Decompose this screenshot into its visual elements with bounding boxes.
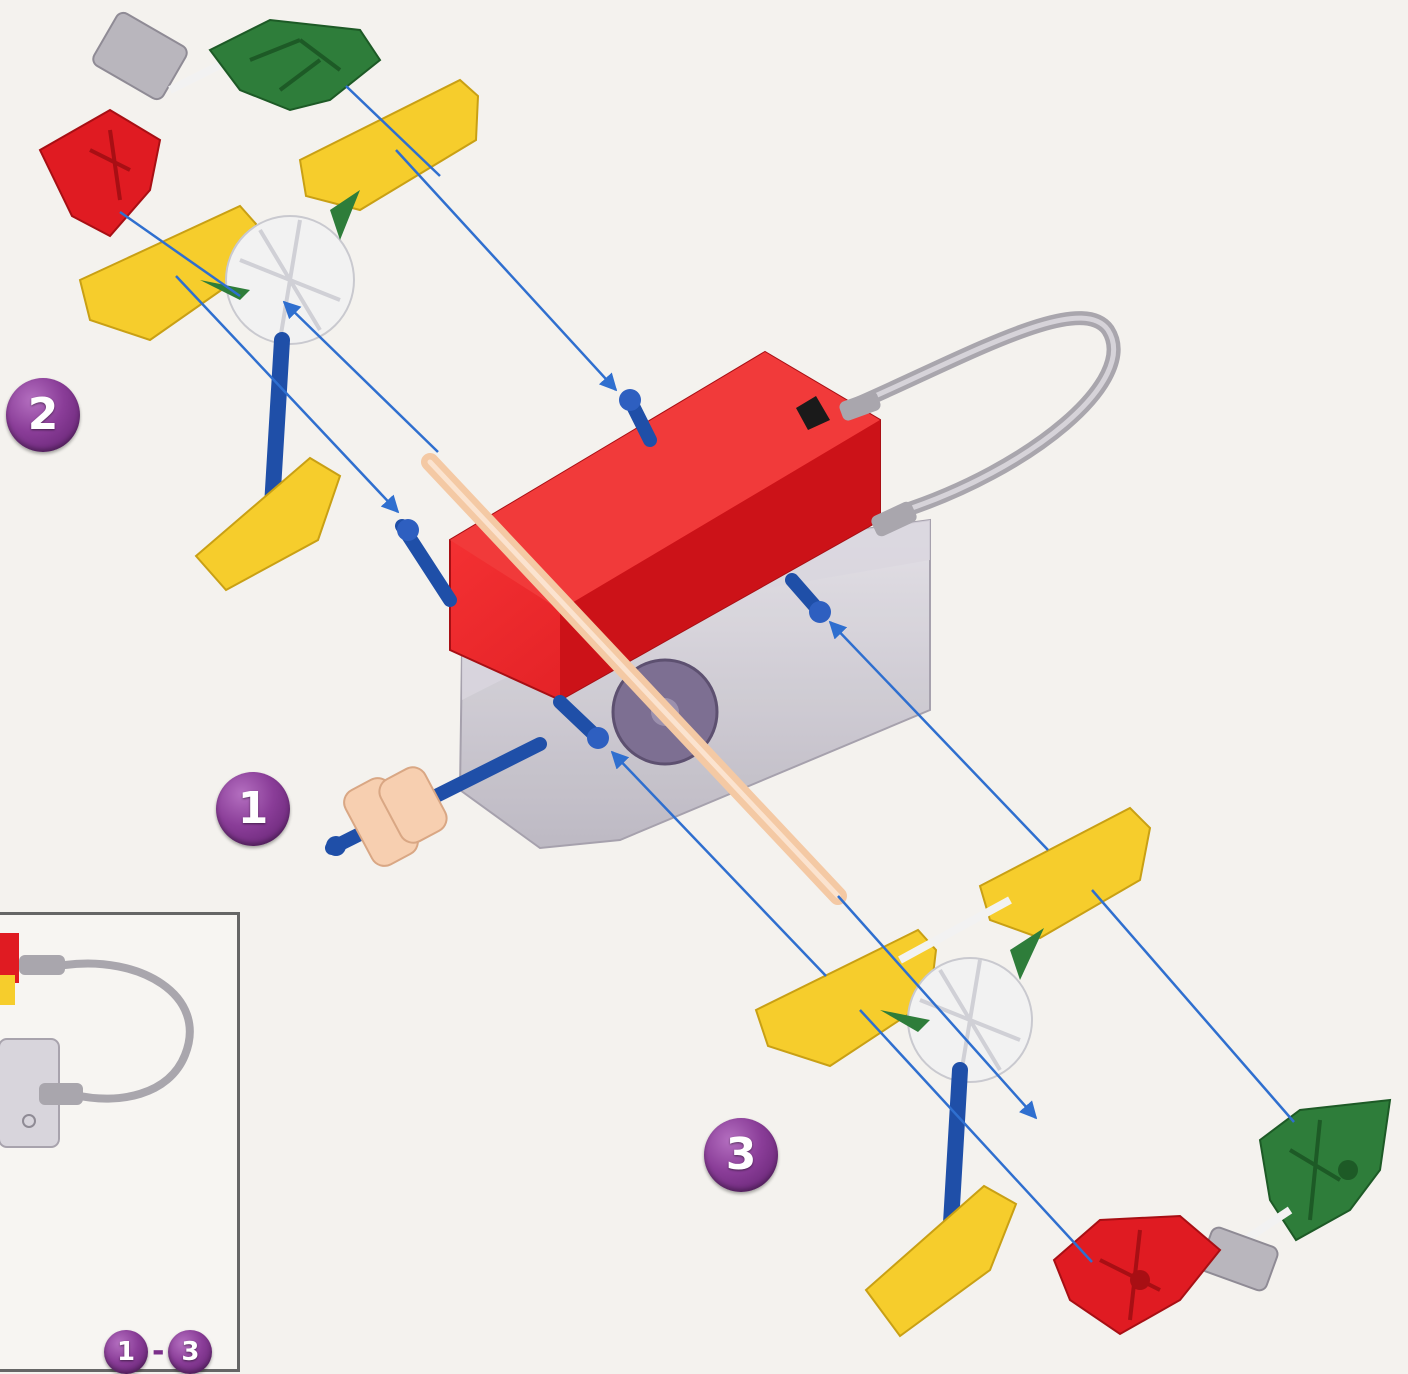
blue-leg-top [272, 340, 282, 506]
step-2-number: 2 [28, 393, 59, 437]
yellow-connector-lower-bottom [756, 930, 936, 1066]
yellow-connector-upper-bottom [980, 808, 1150, 938]
inset-range-start: 1 [117, 1339, 135, 1365]
motor-assembly [326, 318, 1114, 896]
yellow-foot-bottom [866, 1186, 1016, 1336]
inset-range-end-badge: 3 [168, 1330, 212, 1374]
inset-plug-top [19, 955, 65, 975]
step-2-badge: 2 [6, 378, 80, 452]
inset-illustration [0, 915, 240, 1372]
step-3-number: 3 [726, 1133, 757, 1177]
red-connector-top [40, 110, 160, 236]
inset-plug-bottom [39, 1083, 83, 1105]
inset-panel [0, 912, 240, 1372]
inset-range-start-badge: 1 [104, 1330, 148, 1374]
inset-range-end: 3 [181, 1339, 199, 1365]
arrow-step2-to-top-rod [396, 150, 616, 390]
step-1-number: 1 [238, 787, 269, 831]
green-connector-top [210, 20, 380, 110]
step-3-badge: 3 [704, 1118, 778, 1192]
inset-range-separator: - [152, 1337, 164, 1367]
arrow-yellow-to-green-bottom [1092, 890, 1294, 1122]
leg-assembly-bottom [756, 808, 1390, 1336]
leg-assembly-top [40, 10, 478, 590]
tan-crank [339, 762, 451, 870]
arrow-axle-to-hub [284, 302, 438, 452]
inset-step-range: 1 - 3 [104, 1330, 212, 1374]
inset-yellow-edge [0, 975, 15, 1005]
inset-cable [65, 963, 190, 1098]
red-connector-bottom [1054, 1216, 1220, 1334]
step-1-badge: 1 [216, 772, 290, 846]
